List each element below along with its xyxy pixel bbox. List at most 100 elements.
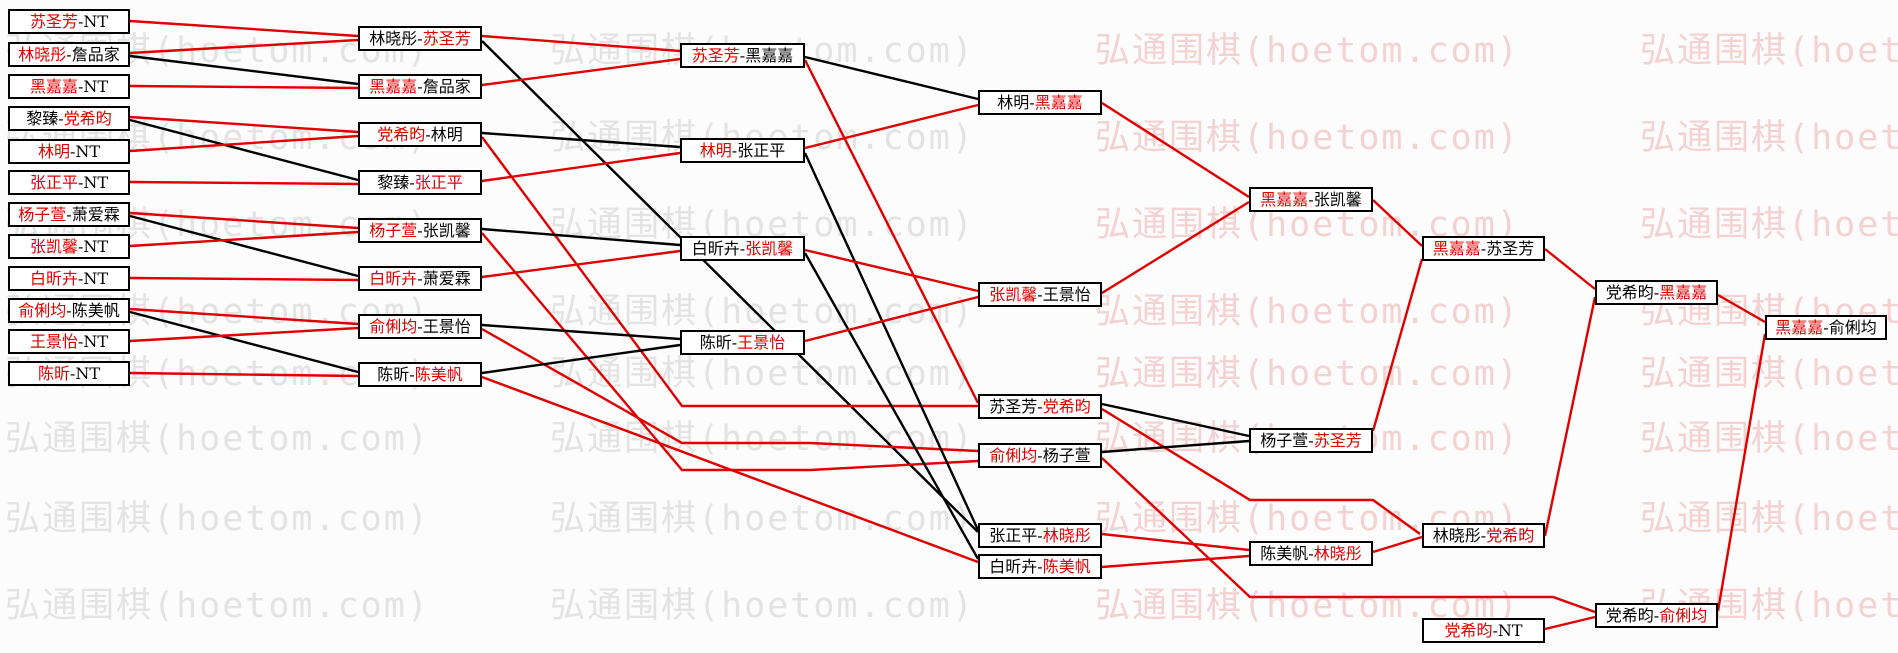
player-name: 白昕卉 <box>29 268 78 288</box>
bracket-line-red <box>1101 200 1250 295</box>
bracket-line-red <box>804 248 979 293</box>
player-name: 黎臻 <box>26 108 59 128</box>
bracket-line-red <box>481 136 978 408</box>
player-name: 萧爱霖 <box>422 268 471 288</box>
bracket-line-red <box>129 326 359 343</box>
separator: - <box>1308 430 1314 450</box>
bracket-line-red <box>481 375 979 564</box>
match-box-round2: 黑嘉嘉-詹品家 <box>358 74 482 99</box>
bracket-line-red <box>803 59 980 404</box>
bracket-line-blk <box>481 227 681 247</box>
bracket-line-blk <box>129 118 359 182</box>
separator: - <box>425 124 431 144</box>
bracket-line-red <box>1716 333 1767 612</box>
player-name: 俞俐均 <box>1828 317 1877 337</box>
match-box-round6: 党希昀-NT <box>1422 618 1545 643</box>
match-box-round2: 黎臻-张正平 <box>358 170 482 195</box>
bracket-line-red <box>129 276 359 282</box>
bracket-line-red <box>1372 199 1423 247</box>
match-box-round3: 苏圣芳-黑嘉嘉 <box>680 43 805 68</box>
player-name: 林明 <box>699 140 732 160</box>
separator: - <box>417 268 423 288</box>
match-box-round2: 党希昀-林明 <box>358 122 482 147</box>
match-box-round4: 俞俐均-杨子萱 <box>978 443 1102 468</box>
player-name: 张正平 <box>737 140 786 160</box>
match-box-round3: 陈昕-王景怡 <box>680 330 805 355</box>
player-name: 王景怡 <box>29 331 78 351</box>
separator: - <box>1653 282 1660 302</box>
watermark-text: 弘通围棋(hoetom.com) <box>1095 31 1520 71</box>
bracket-line-red <box>129 307 359 326</box>
player-name: 陈昕 <box>37 363 70 383</box>
bracket-line-red <box>1101 407 1421 535</box>
bracket-line-blk <box>129 310 359 374</box>
bracket-line-blk <box>129 214 359 278</box>
player-name: 张凯馨 <box>1313 189 1362 209</box>
bracket-line-red <box>481 151 681 183</box>
watermark-text: 弘通围棋(hoetom.com) <box>550 586 975 626</box>
bracket-line-red <box>481 34 681 53</box>
match-box-round1: 苏圣芳-NT <box>8 9 130 34</box>
player-name: 黑嘉嘉 <box>1260 189 1309 209</box>
player-name: 张凯馨 <box>989 284 1038 304</box>
separator: - <box>77 236 84 256</box>
match-box-round1: 黎臻-党希昀 <box>8 106 130 131</box>
player-name: 陈昕 <box>377 364 410 384</box>
match-box-round1: 王景怡-NT <box>8 329 130 354</box>
separator: - <box>69 363 76 383</box>
watermark-text: 弘通围棋(hoetom.com) <box>1640 354 1898 394</box>
match-box-round1: 陈昕-NT <box>8 361 130 386</box>
bracket-line-red <box>481 57 681 87</box>
player-name: NT <box>83 172 109 192</box>
separator: - <box>1037 396 1043 416</box>
player-name: 林晓彤 <box>1313 543 1362 563</box>
player-name: 杨子萱 <box>1260 430 1309 450</box>
bracket-line-blk <box>803 152 980 531</box>
bracket-line-red <box>1717 293 1766 324</box>
player-name: 王景怡 <box>1042 284 1091 304</box>
separator: - <box>1037 284 1043 304</box>
separator: - <box>731 140 738 160</box>
player-name: NT <box>83 11 109 31</box>
separator: - <box>66 300 72 320</box>
separator: - <box>739 45 746 65</box>
match-box-round1: 杨子萱-萧爱霖 <box>8 202 130 227</box>
separator: - <box>58 108 64 128</box>
watermark-text: 弘通围棋(hoetom.com) <box>5 586 430 626</box>
player-name: 张凯馨 <box>745 238 794 258</box>
match-box-round1: 张正平-NT <box>8 170 130 195</box>
match-box-round4: 苏圣芳-党希昀 <box>978 394 1102 419</box>
player-name: 陈美帆 <box>414 364 463 384</box>
separator: - <box>417 316 423 336</box>
separator: - <box>1308 189 1314 209</box>
bracket-line-blk <box>481 40 979 533</box>
match-box-round5: 黑嘉嘉-张凯馨 <box>1249 187 1373 212</box>
watermark-text: 弘通围棋(hoetom.com) <box>1640 31 1898 71</box>
separator: - <box>1037 525 1043 545</box>
player-name: 林晓彤 <box>369 28 418 48</box>
player-name: 苏圣芳 <box>1313 430 1362 450</box>
watermark-text: 弘通围棋(hoetom.com) <box>1095 354 1520 394</box>
player-name: 俞俐均 <box>18 300 67 320</box>
match-box-round7: 党希昀-黑嘉嘉 <box>1595 280 1718 305</box>
separator: - <box>1480 525 1487 545</box>
player-name: 党希昀 <box>1444 620 1493 640</box>
separator: - <box>417 220 423 240</box>
bracket-line-red <box>1101 554 1250 569</box>
player-name: 张正平 <box>414 172 463 192</box>
watermark-text: 弘通围棋(hoetom.com) <box>1640 118 1898 158</box>
player-name: 林晓彤 <box>18 44 67 64</box>
bracket-line-red <box>129 211 359 230</box>
player-name: 萧爱霖 <box>71 204 120 224</box>
player-name: 俞俐均 <box>989 445 1038 465</box>
match-box-round4: 张凯馨-王景怡 <box>978 282 1102 307</box>
player-name: NT <box>75 363 101 383</box>
player-name: 黑嘉嘉 <box>1432 238 1481 258</box>
player-name: NT <box>83 331 109 351</box>
player-name: 白昕卉 <box>691 238 740 258</box>
separator: - <box>1492 620 1498 640</box>
player-name: 苏圣芳 <box>989 396 1038 416</box>
bracket-line-red <box>481 327 979 453</box>
bracket-line-red <box>1101 101 1250 199</box>
